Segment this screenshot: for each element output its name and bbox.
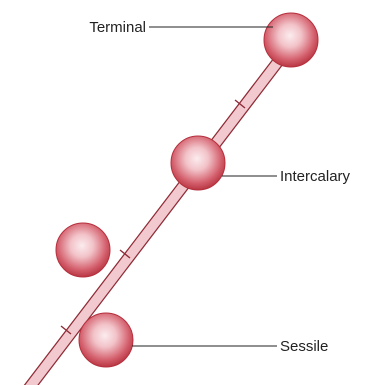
sessile-spore xyxy=(79,313,133,367)
sessile-label: Sessile xyxy=(280,338,328,355)
intercalary-label: Intercalary xyxy=(280,168,351,185)
terminal-spore xyxy=(264,13,318,67)
terminal-label: Terminal xyxy=(89,19,146,36)
intercalary-spore xyxy=(171,136,225,190)
side-spore xyxy=(56,223,110,277)
hypha xyxy=(26,42,293,385)
